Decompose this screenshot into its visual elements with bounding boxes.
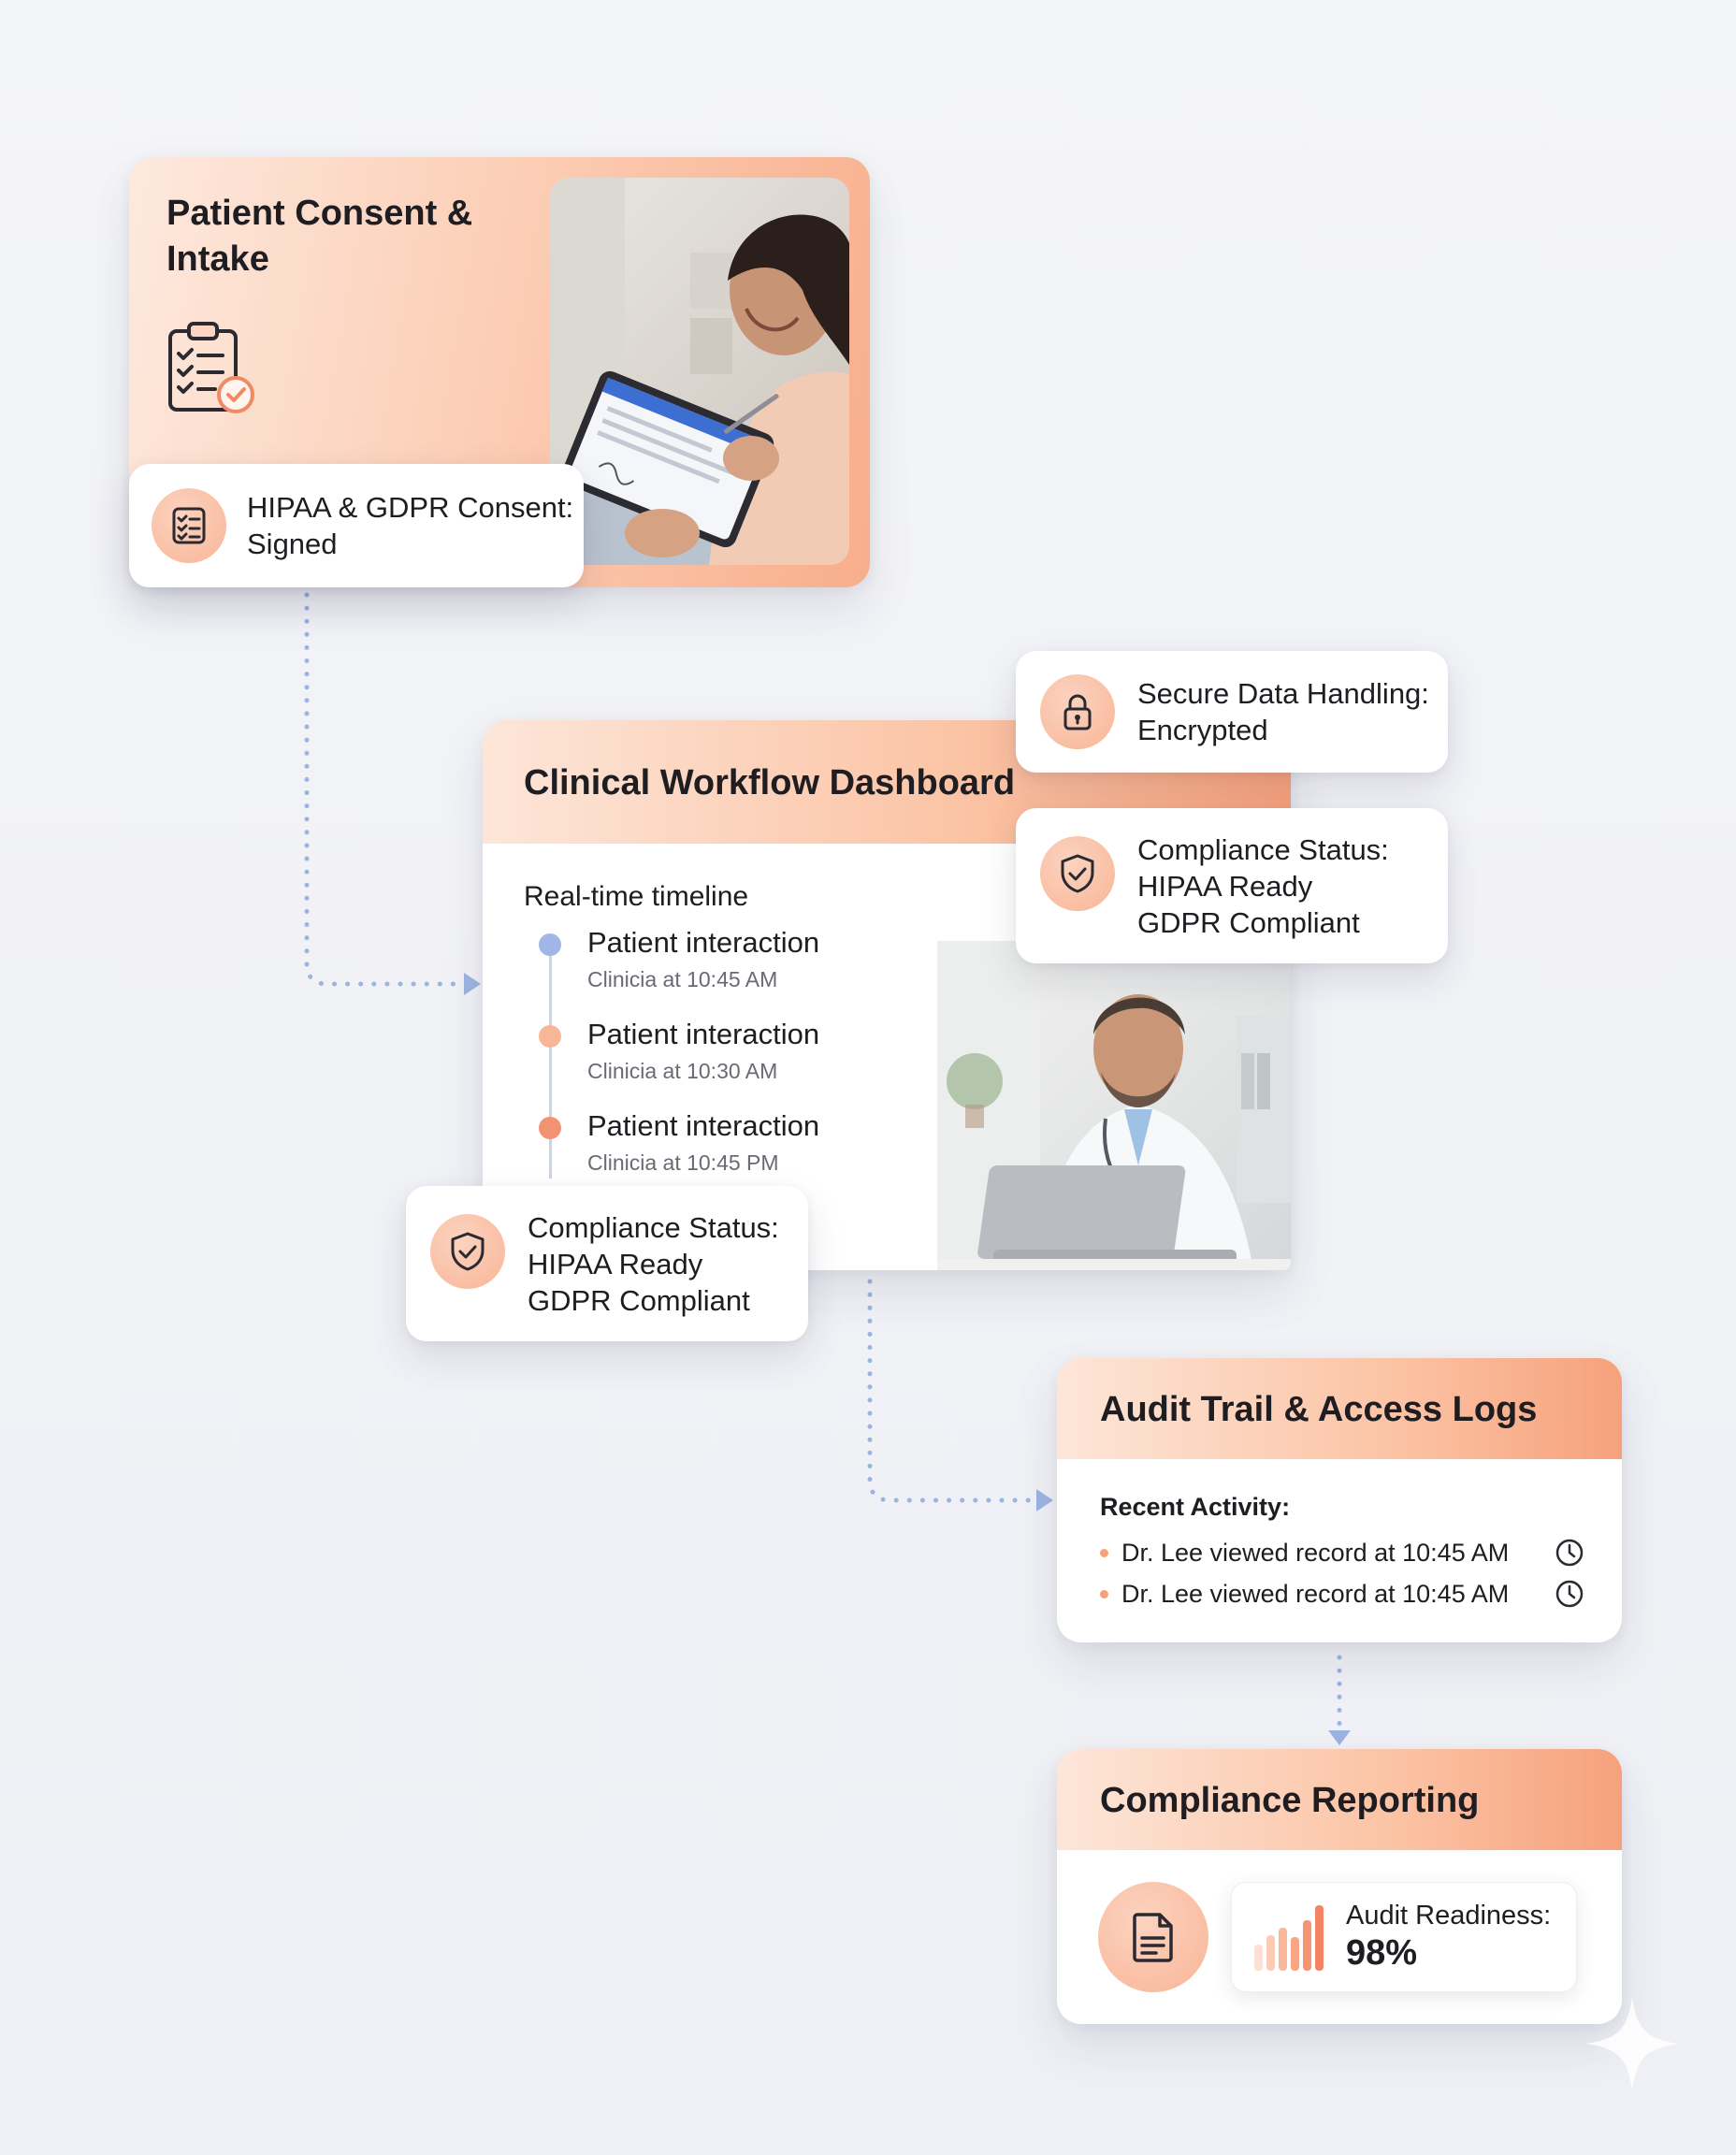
compliance-status-text: Compliance Status: HIPAA Ready GDPR Comp… (1137, 832, 1389, 941)
reporting-header: Compliance Reporting (1057, 1749, 1622, 1850)
woman-signing-tablet-photo (550, 178, 849, 565)
activity-item[interactable]: Dr. Lee viewed record at 10:45 AM (1100, 1532, 1586, 1573)
bullet-dot (1100, 1589, 1108, 1598)
consent-status-chip: HIPAA & GDPR Consent: Signed (129, 464, 584, 587)
sparkle-icon (1585, 1997, 1679, 2090)
lock-icon-circle (1040, 674, 1115, 749)
timeline-item-title: Patient interaction (587, 926, 820, 959)
audit-card: Audit Trail & Access Logs Recent Activit… (1057, 1358, 1622, 1642)
consent-label: HIPAA & GDPR Consent: (247, 491, 574, 524)
bullet-dot (1100, 1548, 1108, 1557)
dashboard-title: Clinical Workflow Dashboard (524, 763, 1016, 803)
shield-check-icon (1061, 854, 1094, 893)
checklist-icon (172, 507, 206, 544)
consent-text: HIPAA & GDPR Consent: Signed (247, 489, 573, 562)
audit-readiness-text: Audit Readiness: 98% (1346, 1901, 1551, 1974)
compliance-status-chip-top: Compliance Status: HIPAA Ready GDPR Comp… (1016, 808, 1448, 963)
compliance-line-hipaa: HIPAA Ready (1137, 869, 1313, 903)
timeline-item-meta: Clinicia at 10:45 PM (587, 1150, 779, 1175)
compliance-line-gdpr: GDPR Compliant (1137, 905, 1360, 939)
audit-title: Audit Trail & Access Logs (1100, 1390, 1538, 1429)
reporting-title: Compliance Reporting (1100, 1781, 1480, 1820)
audit-readiness-label: Audit Readiness: (1346, 1901, 1552, 1931)
timeline: Patient interaction Clinicia at 10:45 AM… (524, 926, 917, 1270)
dashboard-card: Clinical Workflow Dashboard Real-time ti… (483, 720, 1291, 1270)
activity-list: Dr. Lee viewed record at 10:45 AM Dr. Le… (1100, 1532, 1586, 1614)
activity-text: Dr. Lee viewed record at 10:45 AM (1121, 1538, 1510, 1567)
timeline-dot (539, 1025, 561, 1048)
timeline-title: Real-time timeline (524, 881, 749, 912)
timeline-dot (539, 933, 561, 956)
audit-readiness-value: 98% (1346, 1933, 1418, 1973)
compliance-label: Compliance Status: (1137, 832, 1389, 866)
consent-value: Signed (247, 528, 338, 560)
timeline-item-meta: Clinicia at 10:45 AM (587, 967, 778, 991)
intake-card: Patient Consent & Intake (129, 157, 870, 587)
shield-check-icon (451, 1232, 485, 1271)
audit-readiness-panel: Audit Readiness: 98% (1231, 1882, 1577, 1992)
clock-icon (1555, 1580, 1584, 1608)
clipboard-check-icon (168, 322, 254, 413)
arrowhead-dashboard (464, 973, 481, 995)
timeline-item-meta: Clinicia at 10:30 AM (587, 1059, 778, 1083)
recent-activity-label: Recent Activity: (1100, 1493, 1291, 1521)
secure-data-label: Secure Data Handling: (1137, 677, 1429, 710)
connector-dashboard-to-audit (867, 1279, 1039, 1503)
reporting-card: Compliance Reporting Audit Readiness: 98… (1057, 1749, 1622, 2024)
lock-icon (1063, 694, 1092, 730)
compliance-status-chip-bottom: Compliance Status: HIPAA Ready GDPR Comp… (406, 1186, 808, 1341)
compliance-line-gdpr: GDPR Compliant (528, 1283, 750, 1317)
timeline-item-title: Patient interaction (587, 1109, 820, 1142)
compliance-line-hipaa: HIPAA Ready (528, 1247, 703, 1280)
activity-item[interactable]: Dr. Lee viewed record at 10:45 AM (1100, 1573, 1586, 1614)
arrowhead-reporting (1328, 1730, 1351, 1745)
document-icon (1133, 1913, 1173, 1962)
timeline-dot (539, 1117, 561, 1139)
activity-text: Dr. Lee viewed record at 10:45 AM (1121, 1579, 1510, 1608)
secure-data-value: Encrypted (1137, 714, 1268, 746)
timeline-item-title: Patient interaction (587, 1018, 820, 1050)
compliance-status-text: Compliance Status: HIPAA Ready GDPR Comp… (528, 1209, 779, 1319)
timeline-line (549, 945, 552, 1179)
document-icon-circle (1098, 1882, 1208, 1992)
clock-icon (1555, 1539, 1584, 1567)
secure-data-chip: Secure Data Handling: Encrypted (1016, 651, 1448, 773)
bar-chart-icon (1254, 1905, 1324, 1971)
consent-icon-circle (152, 488, 226, 563)
arrowhead-audit (1036, 1489, 1053, 1511)
shield-icon-circle (430, 1214, 505, 1289)
intake-title: Patient Consent & Intake (166, 194, 473, 279)
doctor-at-laptop-photo (937, 941, 1291, 1270)
connector-intake-to-dashboard (304, 592, 470, 987)
shield-icon-circle (1040, 836, 1115, 911)
compliance-label: Compliance Status: (528, 1210, 779, 1244)
secure-data-text: Secure Data Handling: Encrypted (1137, 675, 1429, 748)
audit-header: Audit Trail & Access Logs (1057, 1358, 1622, 1459)
